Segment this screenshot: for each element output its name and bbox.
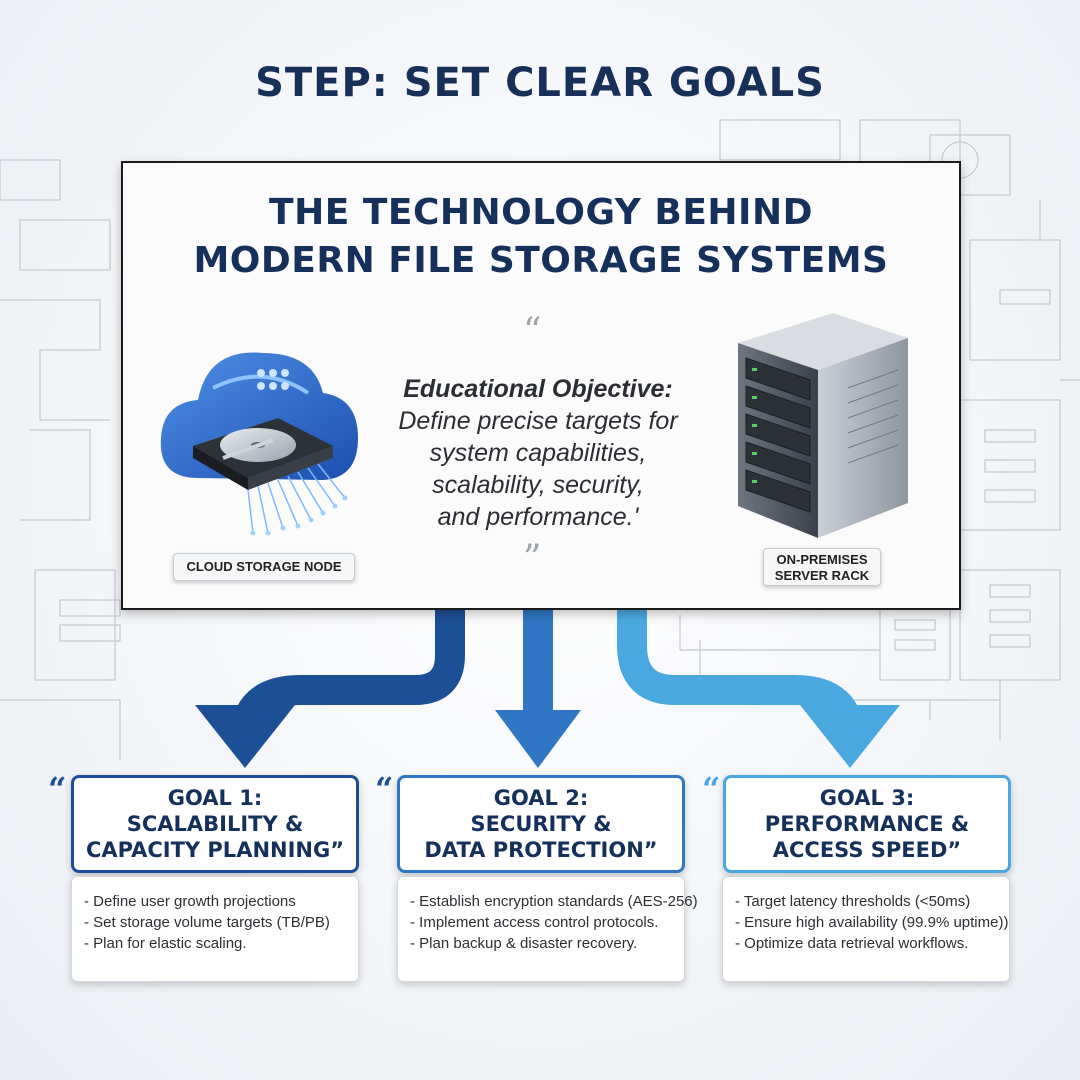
goal-3-title-line-2: PERFORMANCE &	[764, 812, 970, 836]
goal-3-quote-mark: “	[702, 770, 721, 808]
goal-3-item: - Ensure high availability (99.9% uptime…	[735, 914, 1009, 931]
title-slide: THE TECHNOLOGY BEHIND MODERN FILE STORAG…	[121, 161, 961, 610]
server-rack-label-line-1: ON-PREMISES	[776, 552, 868, 567]
objective-line: scalability, security,	[432, 471, 644, 499]
goal-1-item: - Set storage volume targets (TB/PB)	[84, 914, 330, 931]
goal-2-item: - Establish encryption standards (AES-25…	[410, 893, 698, 910]
goal-2-item: - Plan backup & disaster recovery.	[410, 935, 638, 952]
goal-3-item: - Target latency thresholds (<50ms)	[735, 893, 971, 910]
objective-line: Define precise targets for	[398, 407, 678, 435]
server-rack-icon	[738, 313, 908, 538]
goal-1-title-line-3: CAPACITY PLANNING”	[85, 838, 345, 862]
goal-2-quote-mark: “	[375, 770, 394, 808]
goal-2-details: - Establish encryption standards (AES-25…	[397, 876, 698, 982]
educational-objective: Educational Objective: Define precise ta…	[368, 373, 708, 533]
arrow-to-goal-2	[495, 608, 581, 768]
goal-2-title-line-1: GOAL 2:	[493, 786, 589, 810]
goal-3-title-line-3: ACCESS SPEED”	[772, 838, 962, 862]
slide-title-line-2: MODERN FILE STORAGE SYSTEMS	[193, 240, 889, 281]
cloud-storage-node-label: CLOUD STORAGE NODE	[173, 553, 355, 581]
server-rack-label-line-2: SERVER RACK	[774, 568, 870, 583]
goal-3-item: - Optimize data retrieval workflows.	[735, 935, 969, 952]
page-title: STEP: SET CLEAR GOALS	[255, 60, 825, 106]
slide-title-line-1: THE TECHNOLOGY BEHIND	[269, 192, 813, 233]
goal-1-title-line-2: SCALABILITY &	[126, 812, 304, 836]
objective-line: and performance.'	[437, 503, 639, 531]
goal-1-title-line-1: GOAL 1:	[167, 786, 263, 810]
goal-2-item: - Implement access control protocols.	[410, 914, 659, 931]
close-quote-mark: ”	[523, 538, 542, 579]
goal-1-box: GOAL 1: SCALABILITY & CAPACITY PLANNING”	[71, 775, 359, 873]
objective-line: system capabilities,	[429, 439, 647, 467]
open-quote-mark: “	[523, 311, 542, 352]
goal-2-title-line-2: SECURITY &	[470, 812, 612, 836]
goal-1-details: - Define user growth projections - Set s…	[71, 876, 359, 982]
arrow-to-goal-3	[617, 608, 900, 768]
goal-1-item: - Define user growth projections	[84, 893, 296, 910]
slide-title: THE TECHNOLOGY BEHIND MODERN FILE STORAG…	[123, 189, 959, 285]
server-rack-label: ON-PREMISES SERVER RACK	[763, 548, 881, 586]
goal-3-details: - Target latency thresholds (<50ms) - En…	[722, 876, 1010, 982]
goal-2-box: GOAL 2: SECURITY & DATA PROTECTION”	[397, 775, 685, 873]
goal-1-quote-mark: “	[48, 770, 67, 808]
objective-heading: Educational Objective:	[403, 375, 673, 403]
goal-3-title-line-1: GOAL 3:	[819, 786, 915, 810]
arrow-to-goal-1	[195, 608, 465, 768]
goal-3-box: GOAL 3: PERFORMANCE & ACCESS SPEED”	[723, 775, 1011, 873]
goal-1-item: - Plan for elastic scaling.	[84, 935, 247, 952]
cloud-storage-icon	[160, 352, 358, 536]
goal-2-title-line-3: DATA PROTECTION”	[424, 838, 658, 862]
